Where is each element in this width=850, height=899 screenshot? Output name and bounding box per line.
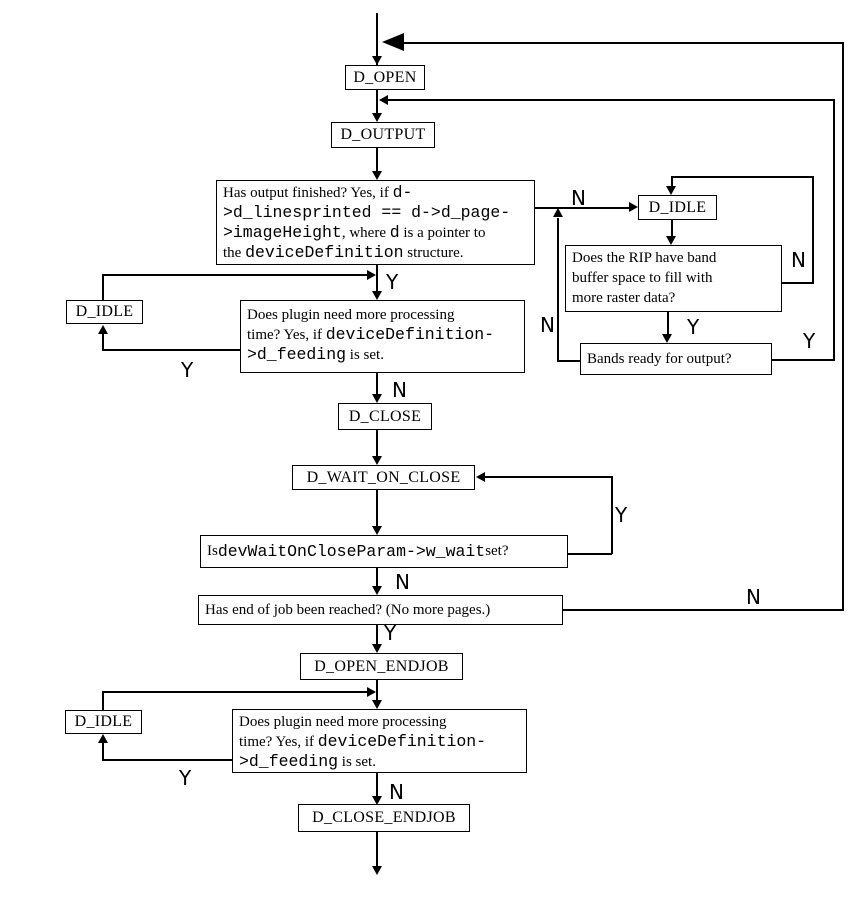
connector-waitparam-no-down — [376, 568, 378, 587]
arrowhead-into-open-icon — [372, 56, 382, 65]
connector-openendjob-down — [376, 680, 378, 701]
connector-bandbuffer-yes-down — [667, 312, 669, 335]
connector-final-exit — [376, 832, 378, 867]
arrowhead-into-pluginbottom-icon — [372, 700, 382, 709]
arrowhead-idlemid-loop-icon — [367, 270, 376, 280]
edge-label-no-bandbuffer: N — [791, 248, 806, 272]
connector-idlemid-loop-up — [102, 274, 104, 301]
connector-idlebottom-loop-up — [102, 691, 104, 711]
connector-bandbuffer-no-upright — [812, 176, 814, 284]
decision-band-buffer: Does the RIP have band buffer space to f… — [565, 245, 782, 312]
edge-label-no-bandsready: N — [540, 313, 555, 337]
edge-label-no-endofjob: N — [746, 585, 761, 609]
arrowhead-final-exit-icon — [372, 866, 382, 875]
arrowhead-into-openendjob-icon — [372, 644, 382, 653]
state-d-idle-bottom: D_IDLE — [65, 710, 142, 734]
connector-idlebottom-loop-right — [102, 691, 368, 693]
connector-bandsready-yes-right — [772, 359, 834, 361]
arrowhead-into-idlebottom-icon — [98, 734, 108, 743]
connector-pluginbottom-yes-left — [102, 759, 233, 761]
arrowhead-into-close-icon — [372, 394, 382, 403]
connector-waitparam-yes-top — [484, 476, 612, 478]
arrowhead-idlebottom-loop-icon — [367, 687, 376, 697]
connector-pluginmid-yes-left — [102, 349, 241, 351]
arrowhead-waitparam-yes-icon — [476, 472, 485, 482]
state-d-close-endjob: D_CLOSE_ENDJOB — [298, 804, 470, 832]
edge-label-yes-waitparam: Y — [615, 503, 628, 527]
arrowhead-inner-feedback-icon — [379, 95, 388, 105]
connector-outer-feedback-top — [402, 42, 843, 44]
state-d-open-endjob: D_OPEN_ENDJOB — [300, 653, 463, 680]
state-d-wait-on-close: D_WAIT_ON_CLOSE — [292, 465, 475, 490]
connector-outer-feedback-right — [842, 42, 844, 611]
connector-inner-feedback-right — [833, 99, 835, 361]
edge-label-yes-bandbuffer: Y — [687, 315, 700, 339]
edge-label-yes-pluginmid: Y — [181, 358, 194, 382]
decision-wait-on-close-param: Is devWaitOnCloseParam->w_wait set? — [200, 535, 568, 568]
edge-label-no-outputfinished: N — [571, 186, 586, 210]
arrowhead-into-idle-right-icon — [629, 202, 638, 212]
connector-pluginbottom-no-down — [376, 773, 378, 797]
connector-outputfinished-yes-down — [376, 265, 378, 292]
connector-endofjob-no-right — [563, 609, 843, 611]
state-d-open: D_OPEN — [345, 65, 425, 90]
decision-plugin-feeding-mid: Does plugin need more processing time? Y… — [240, 300, 525, 373]
connector-into-idle-right — [671, 176, 673, 188]
connector-open-to-output — [376, 90, 378, 115]
edge-label-yes-endofjob: Y — [384, 621, 397, 645]
edge-label-no-waitparam: N — [395, 570, 410, 594]
decision-output-finished: Has output finished? Yes, if d- >d_lines… — [216, 180, 535, 265]
connector-waitonclose-to-waitparam — [376, 490, 378, 527]
connector-close-to-waitonclose — [376, 430, 378, 457]
arrowhead-into-output-icon — [372, 113, 382, 122]
arrowhead-into-closeendjob-icon — [372, 796, 382, 805]
decision-plugin-feeding-bottom: Does plugin need more processing time? Y… — [232, 709, 527, 773]
edge-label-yes-outputfinished: Y — [386, 270, 399, 294]
edge-label-no-pluginmid: N — [392, 378, 407, 402]
arrowhead-loop-into-idle-right-icon — [666, 186, 676, 195]
arrowhead-into-waitonclose-icon — [372, 456, 382, 465]
arrowhead-into-bandbuffer-icon — [666, 236, 676, 245]
edge-label-yes-pluginbottom: Y — [179, 766, 192, 790]
connector-idleright-to-bandbuffer — [671, 220, 673, 238]
edge-label-yes-bandsready: Y — [803, 329, 816, 353]
arrowhead-into-endofjob-icon — [372, 586, 382, 595]
connector-bandbuffer-no-right — [782, 282, 813, 284]
arrowhead-into-pluginmid-icon — [372, 291, 382, 300]
arrowhead-into-outputfinished-icon — [372, 171, 382, 180]
connector-bandsready-no-left — [558, 360, 581, 362]
connector-entry-spine — [376, 13, 378, 65]
arrowhead-into-waitparam-icon — [372, 526, 382, 535]
edge-label-no-pluginbottom: N — [389, 780, 404, 804]
decision-bands-ready: Bands ready for output? — [580, 343, 772, 375]
state-d-close: D_CLOSE — [338, 403, 432, 430]
state-d-idle-right: D_IDLE — [638, 195, 717, 220]
connector-outputfinished-no-to-idle — [535, 207, 630, 209]
arrowhead-outer-feedback-icon — [382, 33, 404, 51]
state-d-output: D_OUTPUT — [331, 122, 435, 148]
connector-endofjob-yes-down — [376, 625, 378, 645]
connector-pluginmid-no-down — [376, 373, 378, 395]
connector-bandbuffer-no-top — [672, 176, 813, 178]
connector-waitparam-yes-right — [611, 476, 613, 554]
connector-pluginmid-yes-up — [102, 333, 104, 351]
connector-bandsready-no-up — [557, 218, 559, 362]
connector-idlemid-loop-right — [102, 274, 368, 276]
connector-waitparam-yes-bottom — [568, 553, 612, 555]
decision-end-of-job: Has end of job been reached? (No more pa… — [198, 595, 563, 625]
connector-output-to-outputfinished — [376, 148, 378, 171]
arrowhead-into-bandsready-icon — [662, 334, 672, 343]
arrowhead-bandsready-no-icon — [553, 208, 563, 217]
state-d-idle-mid: D_IDLE — [66, 300, 143, 324]
connector-pluginbottom-yes-up — [102, 742, 104, 760]
connector-inner-feedback-top — [388, 99, 834, 101]
arrowhead-into-idlemid-icon — [98, 325, 108, 334]
